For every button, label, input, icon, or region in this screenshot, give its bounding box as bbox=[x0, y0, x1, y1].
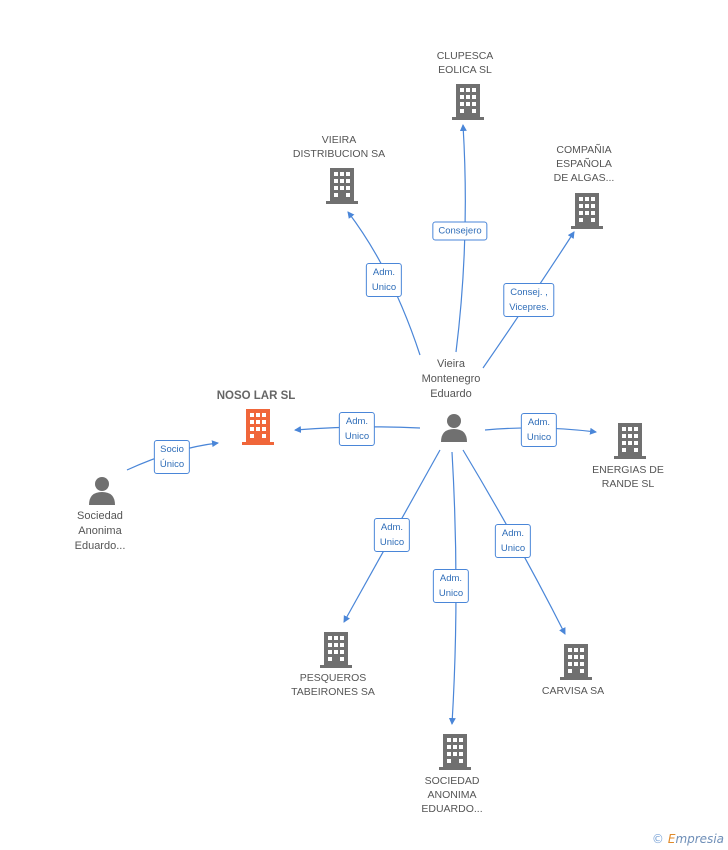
building-icon[interactable] bbox=[452, 84, 484, 120]
node-clupesca-label[interactable]: CLUPESCA EOLICA SL bbox=[436, 50, 494, 76]
person-icon[interactable] bbox=[439, 412, 469, 442]
node-vieira-distribucion-label[interactable]: VIEIRA DISTRIBUCION SA bbox=[292, 134, 386, 160]
node-energias-label[interactable]: ENERGIAS DE RANDE SL bbox=[592, 464, 664, 490]
building-icon[interactable] bbox=[614, 423, 646, 459]
building-icon[interactable] bbox=[439, 734, 471, 770]
building-icon[interactable] bbox=[320, 632, 352, 668]
building-icon[interactable] bbox=[326, 168, 358, 204]
edge-label-adm-unico[interactable]: Adm. Unico bbox=[365, 263, 403, 297]
node-sociedad-person-label[interactable]: Sociedad Anonima Eduardo... bbox=[74, 510, 126, 552]
person-icon[interactable] bbox=[87, 475, 117, 505]
building-icon[interactable] bbox=[571, 193, 603, 229]
empresia-logo[interactable]: ©Empresia bbox=[651, 832, 724, 846]
edge-label-consej-vicepres[interactable]: Consej. , Vicepres. bbox=[503, 283, 555, 317]
edge-label-adm-unico[interactable]: Adm. Unico bbox=[373, 518, 411, 552]
edge-label-adm-unico[interactable]: Adm. Unico bbox=[520, 413, 558, 447]
node-sociedad-sa-label[interactable]: SOCIEDAD ANONIMA EDUARDO... bbox=[421, 775, 483, 815]
node-vieira-montenegro-label[interactable]: Vieira Montenegro Eduardo bbox=[421, 358, 481, 400]
node-carvisa-label[interactable]: CARVISA SA bbox=[541, 685, 605, 697]
node-compania-label[interactable]: COMPAÑIA ESPAÑOLA DE ALGAS... bbox=[553, 144, 615, 184]
edge-label-adm-unico[interactable]: Adm. Unico bbox=[432, 569, 470, 603]
edge-label-adm-unico[interactable]: Adm. Unico bbox=[494, 524, 532, 558]
edge-label-socio-unico[interactable]: Socio Único bbox=[153, 440, 191, 474]
edge-label-adm-unico[interactable]: Adm. Unico bbox=[338, 412, 376, 446]
node-noso-lar-label[interactable]: NOSO LAR SL bbox=[216, 390, 296, 402]
edge-label-consejero[interactable]: Consejero bbox=[432, 221, 488, 241]
building-icon[interactable] bbox=[242, 409, 274, 445]
node-pesqueros-label[interactable]: PESQUEROS TABEIRONES SA bbox=[291, 672, 375, 698]
building-icon[interactable] bbox=[560, 644, 592, 680]
